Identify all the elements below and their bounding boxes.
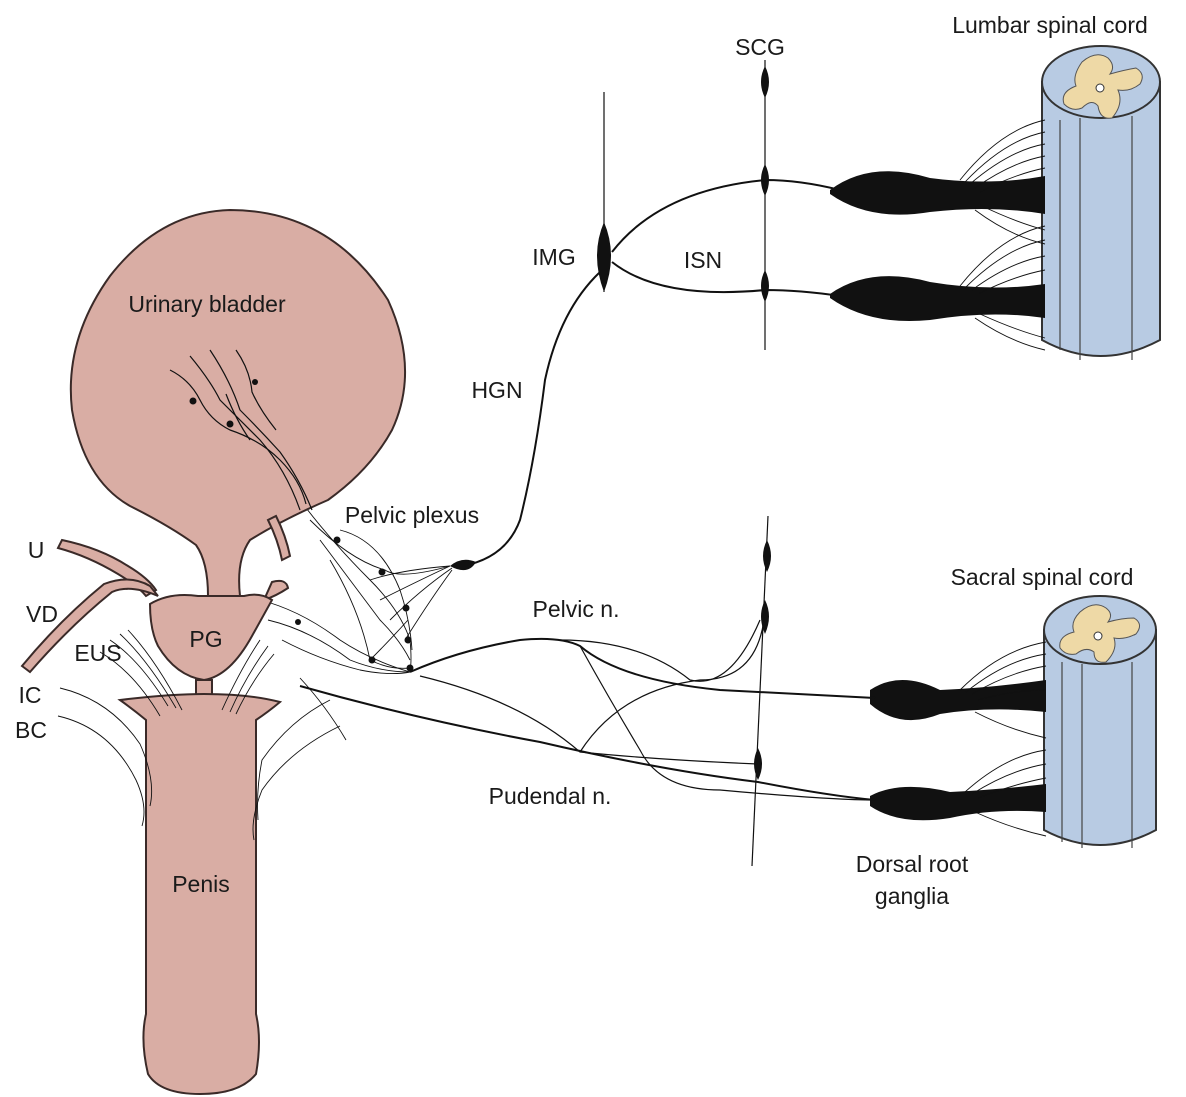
sacral-drg-lower <box>870 784 1046 821</box>
vas-deferens <box>20 578 159 674</box>
label-ic: IC <box>19 682 42 708</box>
lumbar-drg-upper <box>830 171 1045 215</box>
pelvic-plexus-ganglion <box>450 559 476 571</box>
lumbar-drg-lower <box>830 276 1045 322</box>
label-pelvic-n: Pelvic n. <box>533 596 620 622</box>
pudendal-nerve <box>299 685 876 801</box>
label-pelvic-plexus: Pelvic plexus <box>345 502 479 528</box>
sacral-central-canal <box>1093 631 1103 641</box>
penile-nerves <box>57 629 347 841</box>
label-penis: Penis <box>172 871 230 897</box>
ureters-and-vas <box>20 514 292 674</box>
lumbar-spinal-cord <box>1041 45 1161 360</box>
hgn-nerve <box>461 271 601 567</box>
peripheral-nerves <box>259 271 876 801</box>
label-u: U <box>28 537 45 563</box>
label-urinary-bladder: Urinary bladder <box>128 291 286 317</box>
penis <box>57 629 347 1096</box>
sacral-rootlets <box>959 641 1047 837</box>
label-pg: PG <box>189 626 222 652</box>
labels: Lumbar spinal cord Sacral spinal cord SC… <box>15 12 1148 909</box>
label-drg-line1: Dorsal root <box>856 851 969 877</box>
lumbar-central-canal <box>1095 83 1105 93</box>
label-img: IMG <box>532 244 575 270</box>
scg-ganglion <box>761 66 769 98</box>
sacral-cord-cylinder <box>1043 629 1157 846</box>
label-sacral-spinal-cord: Sacral spinal cord <box>951 564 1134 590</box>
lumbar-nerves <box>611 119 1046 351</box>
sacral-drg-upper <box>870 680 1046 721</box>
label-hgn: HGN <box>471 377 522 403</box>
label-scg: SCG <box>735 34 785 60</box>
urinary-bladder <box>69 208 406 597</box>
label-pudendal-n: Pudendal n. <box>489 783 612 809</box>
pelvic-plexus-web <box>259 499 453 675</box>
label-lumbar-spinal-cord: Lumbar spinal cord <box>952 12 1148 38</box>
label-eus: EUS <box>74 640 121 666</box>
lumbar-cord-cylinder <box>1041 81 1161 357</box>
sacral-spinal-cord <box>1043 595 1157 848</box>
label-drg-line2: ganglia <box>875 883 949 909</box>
sacral-nerves <box>870 641 1047 837</box>
label-vd: VD <box>26 601 58 627</box>
img-ganglion <box>597 222 611 292</box>
prostate-body <box>148 593 274 682</box>
label-isn: ISN <box>684 247 722 273</box>
penis-body <box>117 692 283 1096</box>
sympathetic-chain <box>597 60 771 867</box>
label-bc: BC <box>15 717 47 743</box>
bladder-nerve-branches <box>169 349 313 511</box>
lumbar-rootlets <box>959 119 1046 351</box>
